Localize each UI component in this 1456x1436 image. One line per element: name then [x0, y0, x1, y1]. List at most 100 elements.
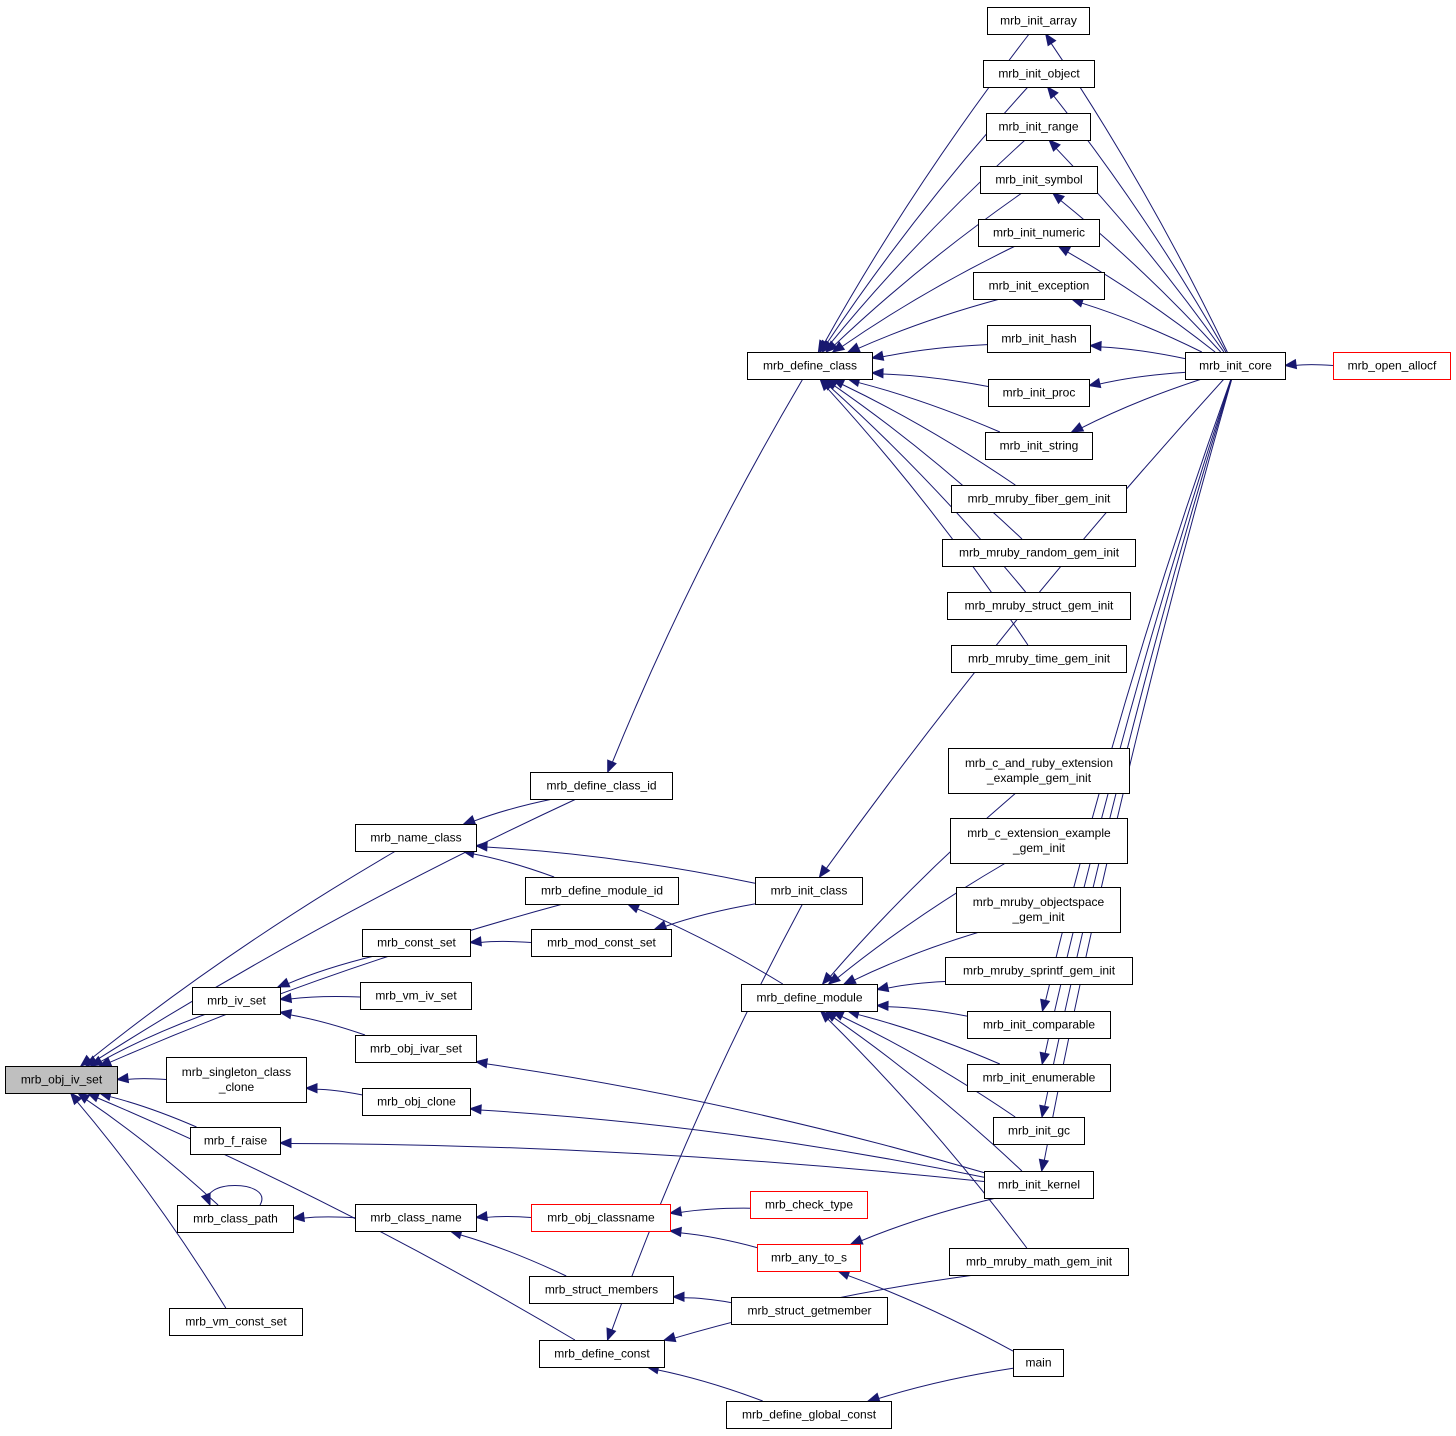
node-mrb-init-enumerable[interactable]: mrb_init_enumerable: [967, 1064, 1111, 1092]
node-mrb-init-core[interactable]: mrb_init_core: [1185, 352, 1286, 380]
node-box: [980, 166, 1098, 194]
node-box: [983, 60, 1095, 88]
edge-mrb_init_enumerable-to-mrb_define_module: [857, 1013, 1000, 1065]
node-label: _gem_init: [1012, 841, 1066, 855]
arrowhead-mrb_check_type-to-mrb_obj_classname: [668, 1206, 683, 1217]
node-label: mrb_define_global_const: [742, 1408, 877, 1422]
node-mrb-mruby-objectspace-gem-init[interactable]: mrb_mruby_objectspace_gem_init: [956, 887, 1121, 933]
edge-mrb_define_class-to-mrb_define_class_id: [611, 378, 804, 764]
node-mrb-f-raise[interactable]: mrb_f_raise: [190, 1127, 281, 1155]
edge-mrb_init_core-to-mrb_init_numeric: [1066, 251, 1216, 353]
node-mrb-class-name[interactable]: mrb_class_name: [355, 1204, 477, 1232]
node-label: mrb_c_extension_example: [967, 826, 1111, 840]
node-mrb-init-proc[interactable]: mrb_init_proc: [988, 379, 1090, 407]
edge-mrb_define_const-to-mrb_obj_iv_set: [96, 1097, 576, 1341]
arrowhead-mrb_init_core-to-mrb_init_object: [1046, 85, 1059, 100]
edge-mrb_init_core-to-mrb_init_array: [1050, 42, 1228, 353]
node-mrb-init-range[interactable]: mrb_init_range: [986, 113, 1091, 141]
edge-mrb_define_class_id-to-mrb_name_class: [473, 798, 553, 822]
node-mrb-obj-classname[interactable]: mrb_obj_classname: [531, 1204, 671, 1232]
node-mrb-obj-ivar-set[interactable]: mrb_obj_ivar_set: [355, 1035, 477, 1063]
node-mrb-singleton-class-clone[interactable]: mrb_singleton_class_clone: [166, 1057, 307, 1103]
arrowhead-mrb_init_kernel-to-mrb_obj_ivar_set: [474, 1058, 489, 1069]
node-mrb-mruby-struct-gem-init[interactable]: mrb_mruby_struct_gem_init: [947, 592, 1131, 620]
arrowhead-mrb_init_kernel-to-mrb_any_to_s: [849, 1234, 864, 1245]
arrowhead-mrb_vm_const_set-to-mrb_obj_iv_set: [69, 1091, 83, 1106]
node-mrb-define-module-id[interactable]: mrb_define_module_id: [525, 877, 679, 905]
node-mrb-init-hash[interactable]: mrb_init_hash: [987, 325, 1091, 353]
node-mrb-obj-clone[interactable]: mrb_obj_clone: [362, 1088, 471, 1116]
node-mrb-init-symbol[interactable]: mrb_init_symbol: [980, 166, 1098, 194]
edge-mrb_init_exception-to-mrb_define_class: [857, 298, 1001, 350]
node-box: [531, 1204, 671, 1232]
edge-mrb_init_range-to-mrb_define_class: [828, 139, 1026, 346]
node-mrb-init-class[interactable]: mrb_init_class: [755, 877, 863, 905]
edge-mrb_init_kernel-to-mrb_define_module: [833, 1016, 1023, 1172]
node-mrb-define-class-id[interactable]: mrb_define_class_id: [530, 772, 673, 800]
node-mrb-init-string[interactable]: mrb_init_string: [985, 432, 1093, 460]
node-box: [988, 379, 1090, 407]
node-mrb-init-array[interactable]: mrb_init_array: [987, 7, 1090, 35]
node-mrb-obj-iv-set[interactable]: mrb_obj_iv_set: [5, 1066, 118, 1094]
node-mrb-mruby-math-gem-init[interactable]: mrb_mruby_math_gem_init: [949, 1248, 1129, 1276]
node-mrb-const-set[interactable]: mrb_const_set: [362, 929, 471, 957]
node-box: [947, 592, 1131, 620]
node-mrb-struct-members[interactable]: mrb_struct_members: [529, 1276, 674, 1304]
arrowhead-mrb_define_class-to-mrb_define_class_id: [607, 759, 617, 774]
node-box: [967, 1064, 1111, 1092]
arrowhead-main-to-mrb_define_global_const: [866, 1392, 881, 1403]
arrowhead-mrb_init_core-to-mrb_init_class: [818, 864, 831, 879]
node-mrb-mruby-fiber-gem-init[interactable]: mrb_mruby_fiber_gem_init: [951, 485, 1127, 513]
edge-mrb_init_core-to-mrb_init_proc: [1098, 371, 1186, 385]
node-mrb-c-extension-example-gem-init[interactable]: mrb_c_extension_example_gem_init: [950, 818, 1128, 864]
node-mrb-mruby-sprintf-gem-init[interactable]: mrb_mruby_sprintf_gem_init: [945, 957, 1133, 985]
node-mrb-check-type[interactable]: mrb_check_type: [750, 1191, 868, 1219]
node-mrb-mruby-time-gem-init[interactable]: mrb_mruby_time_gem_init: [951, 645, 1127, 673]
node-label: _gem_init: [1011, 910, 1065, 924]
node-mrb-vm-const-set[interactable]: mrb_vm_const_set: [169, 1308, 303, 1336]
arrowhead-mrb_obj_classname-to-mrb_class_name: [474, 1211, 488, 1222]
node-box: [984, 1171, 1094, 1199]
arrowhead-mrb_init_kernel-to-mrb_f_raise: [278, 1137, 292, 1149]
node-mrb-define-module[interactable]: mrb_define_module: [741, 984, 878, 1012]
node-mrb-vm-iv-set[interactable]: mrb_vm_iv_set: [360, 982, 472, 1010]
node-mrb-init-gc[interactable]: mrb_init_gc: [993, 1117, 1085, 1145]
arrowhead-mrb_init_core-to-mrb_init_gc: [1039, 1104, 1050, 1119]
node-mrb-name-class[interactable]: mrb_name_class: [355, 824, 477, 852]
edge-mrb_init_core-to-mrb_init_gc: [1044, 378, 1232, 1108]
arrowhead-mrb_struct_getmember-to-mrb_struct_members: [671, 1291, 685, 1302]
node-mrb-mruby-random-gem-init[interactable]: mrb_mruby_random_gem_init: [942, 539, 1136, 567]
node-mrb-init-comparable[interactable]: mrb_init_comparable: [967, 1011, 1111, 1039]
node-mrb-open-allocf[interactable]: mrb_open_allocf: [1333, 352, 1451, 380]
arrowhead-mrb_init_core-to-mrb_init_comparable: [1040, 998, 1051, 1013]
node-label: mrb_define_class_id: [546, 779, 656, 793]
node-mrb-define-global-const[interactable]: mrb_define_global_const: [726, 1401, 892, 1429]
node-box: [192, 987, 281, 1015]
edge-mrb_singleton_class_clone-to-mrb_obj_iv_set: [126, 1078, 167, 1080]
arrowhead-mrb_init_comparable-to-mrb_define_module: [875, 1000, 889, 1012]
node-main[interactable]: main: [1013, 1349, 1064, 1377]
node-mrb-init-object[interactable]: mrb_init_object: [983, 60, 1095, 88]
node-mrb-init-numeric[interactable]: mrb_init_numeric: [978, 219, 1100, 247]
node-mrb-struct-getmember[interactable]: mrb_struct_getmember: [731, 1297, 888, 1325]
node-mrb-init-kernel[interactable]: mrb_init_kernel: [984, 1171, 1094, 1199]
nodes-layer: mrb_obj_iv_set mrb_iv_set mrb_singleton_cl…: [5, 7, 1451, 1429]
node-mrb-define-class[interactable]: mrb_define_class: [747, 352, 873, 380]
node-mrb-init-exception[interactable]: mrb_init_exception: [973, 272, 1105, 300]
node-mrb-mod-const-set[interactable]: mrb_mod_const_set: [531, 929, 672, 957]
node-mrb-class-path[interactable]: mrb_class_path: [177, 1205, 294, 1233]
node-label: mrb_init_class: [771, 884, 848, 898]
node-box: [1185, 352, 1286, 380]
edge-mrb_init_kernel-to-mrb_obj_clone: [479, 1109, 985, 1178]
node-mrb-define-const[interactable]: mrb_define_const: [539, 1340, 665, 1368]
node-label: mrb_open_allocf: [1348, 359, 1437, 373]
edge-mrb_init_kernel-to-mrb_f_raise: [289, 1143, 985, 1182]
node-mrb-c-and-ruby-extension-example-gem-init[interactable]: mrb_c_and_ruby_extension_example_gem_ini…: [948, 748, 1130, 794]
edge-mrb_define_module_id-to-mrb_name_class: [472, 853, 555, 878]
arrowhead-mrb_define_class_id-to-mrb_name_class: [462, 815, 477, 825]
node-mrb-iv-set[interactable]: mrb_iv_set: [192, 987, 281, 1015]
edge-mrb_class_path-to-mrb_obj_iv_set: [85, 1098, 219, 1206]
node-label: mrb_mruby_struct_gem_init: [965, 599, 1114, 613]
node-mrb-any-to-s[interactable]: mrb_any_to_s: [757, 1244, 861, 1272]
node-label: mrb_obj_classname: [547, 1211, 655, 1225]
